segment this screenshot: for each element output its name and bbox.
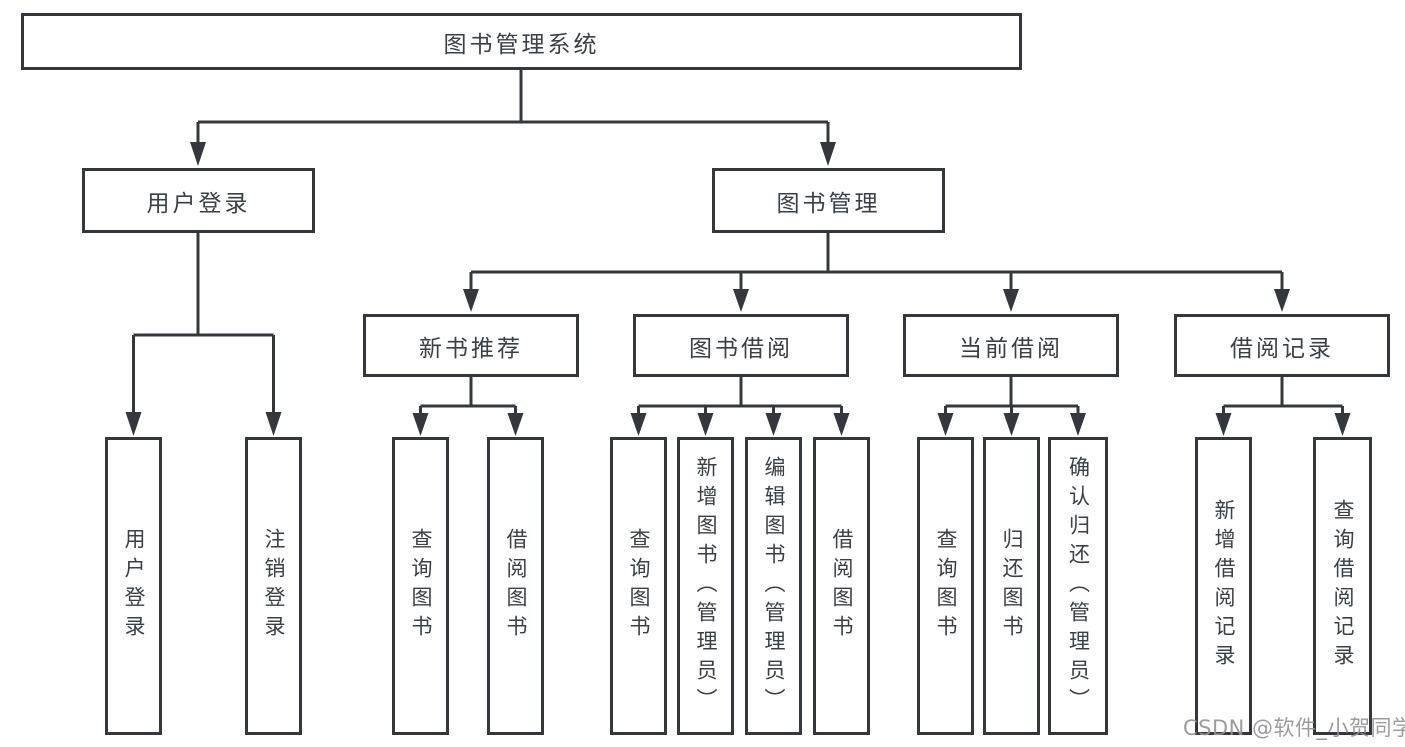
- node-label: 图书管理系统: [443, 31, 600, 58]
- node-current-borrowing: 当前借阅: [903, 314, 1119, 377]
- csdn-watermark: CSDN @软件_小贺同学: [1183, 716, 1405, 740]
- node-label: 新增图书（管理员）: [694, 455, 718, 717]
- node-label: 归还图书: [1000, 528, 1024, 644]
- node-label: 新书推荐: [419, 335, 523, 362]
- node-label: 编辑图书（管理员）: [762, 455, 786, 717]
- leaf-user-login: 用户登录: [105, 437, 162, 735]
- leaf-query-borrow-record: 查询借阅记录: [1313, 437, 1372, 735]
- node-label: 查询借阅记录: [1331, 499, 1355, 673]
- leaf-query-books-recommend: 查询图书: [392, 437, 449, 735]
- node-label: 用户登录: [146, 190, 251, 217]
- node-book-management: 图书管理: [712, 168, 945, 233]
- node-new-book-recommendation: 新书推荐: [363, 314, 579, 377]
- node-label: 当前借阅: [959, 335, 1063, 362]
- leaf-add-book-admin: 新增图书（管理员）: [677, 437, 734, 735]
- leaf-borrow-books-recommend: 借阅图书: [487, 437, 544, 735]
- leaf-logout: 注销登录: [245, 437, 302, 735]
- leaf-add-borrow-record: 新增借阅记录: [1195, 437, 1252, 735]
- leaf-confirm-return-admin: 确认归还（管理员）: [1048, 437, 1108, 735]
- leaf-edit-book-admin: 编辑图书（管理员）: [745, 437, 802, 735]
- node-label: 用户登录: [122, 528, 146, 644]
- node-user-login: 用户登录: [82, 168, 315, 233]
- node-label: 借阅记录: [1230, 335, 1334, 362]
- connector-paths: [132, 70, 1344, 414]
- node-book-borrowing: 图书借阅: [633, 314, 849, 377]
- arrowheads: [125, 142, 1351, 436]
- node-label: 新增借阅记录: [1212, 499, 1236, 673]
- leaf-return-books: 归还图书: [983, 437, 1040, 735]
- node-library-management-system: 图书管理系统: [21, 13, 1022, 70]
- leaf-borrow-books-borrowing: 借阅图书: [813, 437, 870, 735]
- node-label: 注销登录: [262, 528, 286, 644]
- node-label: 查询图书: [934, 528, 958, 644]
- leaf-query-books-current: 查询图书: [917, 437, 974, 735]
- node-borrowing-records: 借阅记录: [1174, 314, 1390, 377]
- node-label: 确认归还（管理员）: [1066, 455, 1091, 717]
- node-label: 图书管理: [776, 190, 881, 217]
- node-label: 图书借阅: [689, 335, 793, 362]
- node-label: 借阅图书: [504, 528, 528, 644]
- node-label: 借阅图书: [830, 528, 854, 644]
- leaf-query-books-borrowing: 查询图书: [610, 437, 667, 735]
- node-label: 查询图书: [627, 528, 651, 644]
- node-label: 查询图书: [409, 528, 433, 644]
